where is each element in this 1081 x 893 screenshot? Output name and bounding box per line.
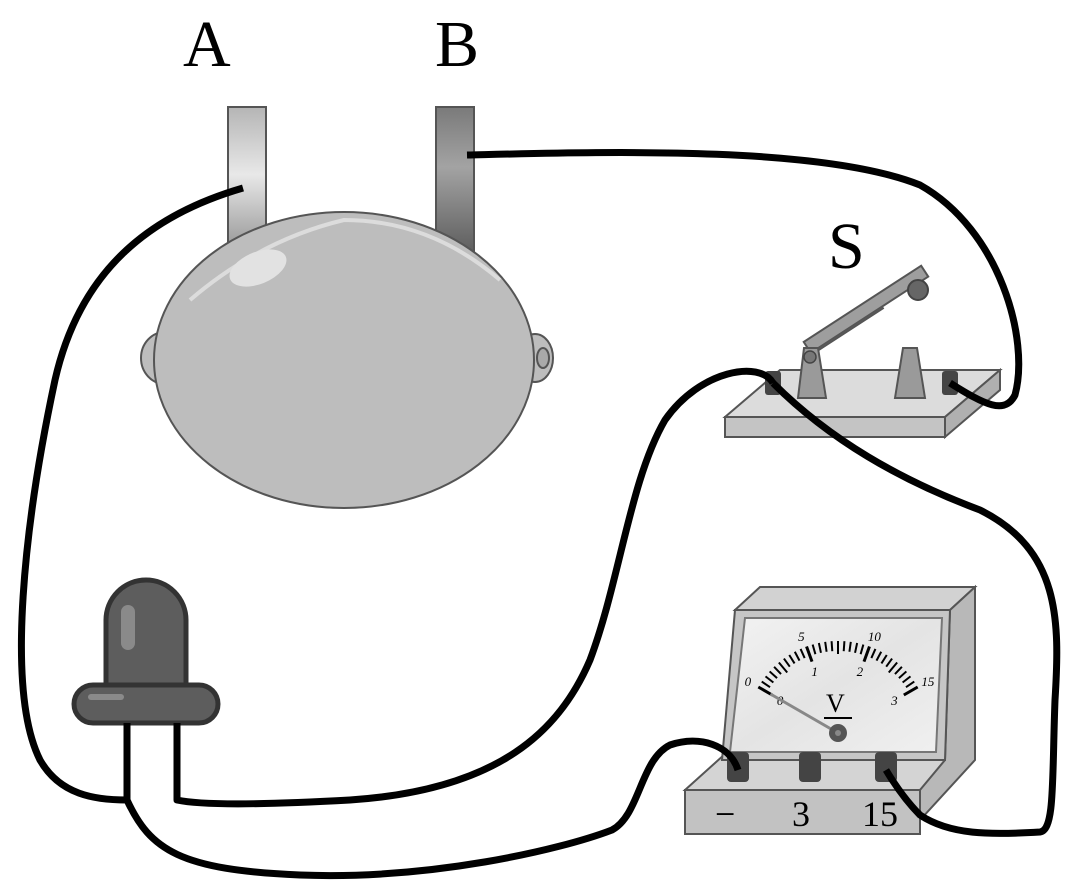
scale-label-upper: 10 [868,629,882,644]
voltmeter-unit: V [826,689,845,718]
scale-tick [894,666,903,675]
scale-tick [768,670,778,679]
scale-tick [903,685,919,697]
scale-tick [783,657,791,668]
scale-tick [793,651,801,662]
scale-label-upper: 5 [798,629,805,644]
scale-tick [824,641,828,652]
scale-tick [870,648,877,659]
scale-label-lower: 2 [857,664,864,679]
scale-tick [773,666,782,675]
scale-tick [811,644,817,655]
scale-tick [788,654,796,664]
scale-tick [817,642,822,653]
scale-tick [859,644,865,655]
scale-tick [764,675,774,684]
scale-tick [848,641,852,652]
scale-tick [830,641,834,652]
scale-tick [902,675,912,684]
label-electrode-a: A [183,8,231,81]
scale-tick [885,657,893,668]
scale-tick [862,646,871,663]
led-icon [71,577,221,726]
scale-tick [761,680,771,688]
scale-label-lower: 3 [890,693,898,708]
lemon-icon [140,211,554,509]
scale-label-lower: 1 [811,664,818,679]
terminal-label-3: 3 [792,794,810,834]
scale-tick [757,685,773,697]
scale-tick [905,680,915,688]
terminal-label-15: 15 [862,794,898,834]
wire-switch-to-voltmeter [770,380,1061,837]
scale-tick [898,670,908,679]
scale-tick [854,642,859,653]
scale-label-upper: 0 [745,674,752,689]
scale-tick [799,648,806,659]
wire-led-to-voltmeter [123,723,742,880]
label-switch: S [828,210,865,283]
voltmeter-needle [769,692,839,735]
knife-switch-icon[interactable] [722,264,1003,440]
voltmeter-scale: 0510150123 [745,629,935,708]
voltmeter-terminal-3[interactable] [799,752,821,782]
label-electrode-b: B [435,8,479,81]
electrode-b-icon [435,106,475,258]
scale-label-upper: 15 [921,674,935,689]
scale-tick [842,641,846,652]
wire-switch-to-led [173,367,777,808]
scale-tick [805,646,814,663]
scale-tick [880,654,888,664]
voltmeter-icon: 0510150123 V − 3 15 [682,584,978,835]
wire-a-to-led [18,184,244,804]
wire-b-to-switch [466,149,1023,410]
terminal-label-negative: − [715,794,735,834]
scale-tick [888,661,898,674]
scale-tick [875,651,883,662]
scale-tick [778,661,788,674]
